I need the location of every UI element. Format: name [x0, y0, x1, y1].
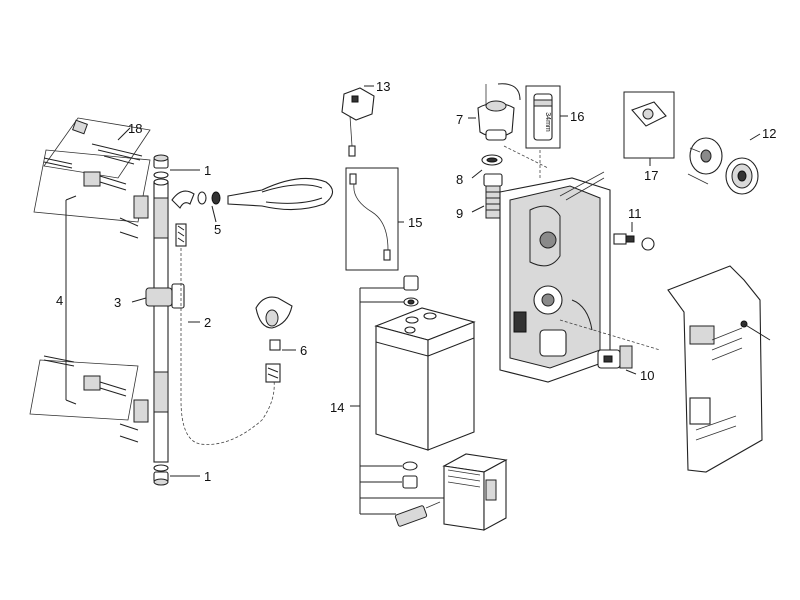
part-15-frame [345, 167, 399, 271]
callout-5: 5 [214, 222, 221, 237]
cartridge-size-mark: 34mm [544, 112, 551, 132]
part-12-rosette [687, 137, 759, 195]
part-11-plug [613, 233, 655, 251]
callout-11: 11 [628, 206, 642, 221]
shower-rail [153, 178, 169, 463]
callout-12: 12 [762, 126, 776, 141]
shower-rail-assembly: 18 4 [29, 117, 334, 486]
hose-elbow [171, 190, 195, 247]
part-18-screw-set [43, 117, 151, 179]
cable-gland-top [403, 275, 419, 307]
callout-13: 13 [376, 79, 390, 94]
cable-glands-bottom [394, 461, 441, 527]
power-supply-unit [442, 453, 508, 531]
callout-14: 14 [330, 400, 344, 415]
callout-6: 6 [300, 343, 307, 358]
part-17-frame [623, 91, 675, 159]
callout-15: 15 [408, 215, 422, 230]
part-10-check-valve [559, 319, 661, 369]
valve-housing [499, 171, 611, 383]
part-7-solenoid-valve [477, 83, 521, 141]
callout-1-top: 1 [204, 163, 211, 178]
part-8-o-ring [481, 154, 503, 166]
cable-connector [394, 501, 441, 527]
callout-3: 3 [114, 295, 121, 310]
callout-9: 9 [456, 206, 463, 221]
valve-assembly: 7 34mm 16 8 9 [456, 83, 776, 473]
lower-wall-bracket [43, 355, 149, 443]
callout-10: 10 [640, 368, 654, 383]
callout-18: 18 [128, 121, 142, 136]
part-16-frame [525, 85, 561, 149]
callout-16: 16 [570, 109, 584, 124]
part-13-sensor [341, 87, 375, 157]
part-16-cartridge: 34mm [533, 93, 553, 141]
part-17-wall-plate [631, 101, 667, 127]
sensor-and-junction-box: 13 15 14 [330, 79, 508, 531]
part-1-end-cap-top [153, 154, 169, 179]
callout-1-bottom: 1 [204, 469, 211, 484]
callout-17: 17 [644, 168, 658, 183]
front-cover-panel [667, 265, 771, 473]
part-15-cable [349, 173, 391, 261]
part-6-wall-connection-elbow [255, 296, 293, 383]
hand-shower [227, 177, 334, 211]
junction-box [374, 307, 476, 451]
callout-7: 7 [456, 112, 463, 127]
callout-4: 4 [56, 293, 63, 308]
upper-wall-bracket [43, 157, 149, 239]
callout-8: 8 [456, 172, 463, 187]
part-3-slider [145, 283, 185, 309]
part-9-filter [483, 173, 503, 219]
part-1-end-cap-bottom [153, 464, 169, 486]
callout-2: 2 [204, 315, 211, 330]
part-5-washer [197, 191, 221, 205]
